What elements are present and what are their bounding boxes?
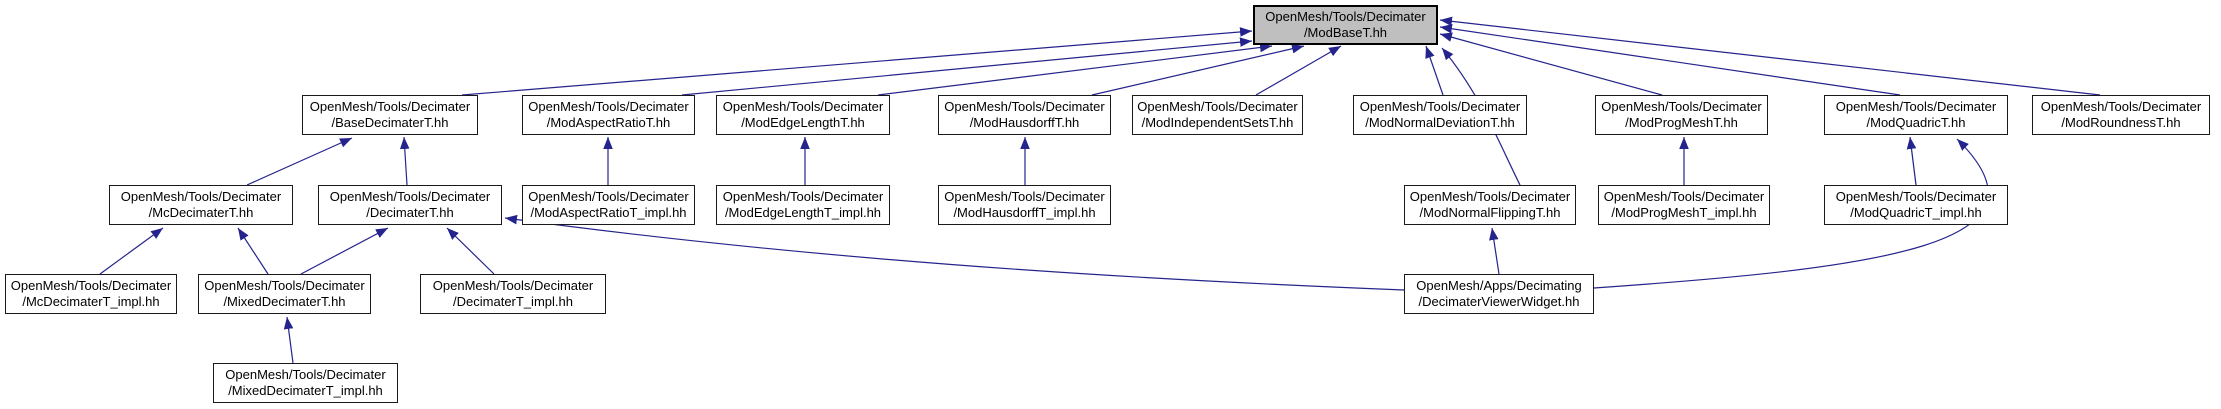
node-modedgelength[interactable]: OpenMesh/Tools/Decimater /ModEdgeLengthT… — [716, 95, 890, 135]
edge-mixeddecimater_impl-to-mixeddecimater — [283, 316, 294, 364]
node-mcdecimater_impl[interactable]: OpenMesh/Tools/Decimater /McDecimaterT_i… — [5, 274, 177, 314]
edge-mcdecimater_impl-to-mcdecimater — [99, 227, 164, 275]
edge-modhausdorff-to-modbase — [1091, 44, 1305, 96]
node-decimater[interactable]: OpenMesh/Tools/Decimater /DecimaterT.hh — [318, 185, 502, 225]
node-modprogmesh_impl[interactable]: OpenMesh/Tools/Decimater /ModProgMeshT_i… — [1598, 185, 1770, 225]
edge-mcdecimater-to-basedecimater — [246, 137, 353, 186]
node-mcdecimater[interactable]: OpenMesh/Tools/Decimater /McDecimaterT.h… — [109, 185, 293, 225]
node-modindependentsets[interactable]: OpenMesh/Tools/Decimater /ModIndependent… — [1132, 95, 1303, 135]
node-modquadric[interactable]: OpenMesh/Tools/Decimater /ModQuadricT.hh — [1824, 95, 2008, 135]
node-decimater_impl[interactable]: OpenMesh/Tools/Decimater /DecimaterT_imp… — [420, 274, 606, 314]
edge-modnormaldeviation-to-modbase — [1425, 45, 1444, 96]
node-modedgelength_impl[interactable]: OpenMesh/Tools/Decimater /ModEdgeLengthT… — [716, 185, 890, 225]
edge-mixeddecimater-to-mcdecimater — [237, 227, 269, 275]
edge-mixeddecimater-to-decimater — [300, 227, 389, 275]
node-basedecimater[interactable]: OpenMesh/Tools/Decimater /BaseDecimaterT… — [302, 95, 478, 135]
edge-modprogmesh-to-modbase — [1439, 32, 1663, 96]
node-modnormalflipping[interactable]: OpenMesh/Tools/Decimater /ModNormalFlipp… — [1404, 185, 1576, 225]
node-mixeddecimater_impl[interactable]: OpenMesh/Tools/Decimater /MixedDecimater… — [213, 363, 398, 403]
node-modaspectratio_impl[interactable]: OpenMesh/Tools/Decimater /ModAspectRatio… — [522, 185, 695, 225]
edge-modaspectratio-to-modbase — [681, 37, 1253, 96]
node-modaspectratio[interactable]: OpenMesh/Tools/Decimater /ModAspectRatio… — [522, 95, 695, 135]
node-modprogmesh[interactable]: OpenMesh/Tools/Decimater /ModProgMeshT.h… — [1595, 95, 1768, 135]
edge-decimaterviewerwidget-to-modnormalflipping — [1489, 227, 1500, 275]
node-modnormaldeviation[interactable]: OpenMesh/Tools/Decimater /ModNormalDevia… — [1353, 95, 1527, 135]
edge-basedecimater-to-modbase — [461, 27, 1253, 96]
edge-decimater-to-basedecimater — [399, 136, 410, 186]
edge-modroundness-to-modbase — [1439, 16, 2101, 96]
edge-decimaterviewerwidget-to-decimater — [504, 214, 1405, 291]
node-modhausdorff[interactable]: OpenMesh/Tools/Decimater /ModHausdorffT.… — [938, 95, 1111, 135]
edge-modquadric-to-modbase — [1439, 24, 1901, 96]
node-modroundness[interactable]: OpenMesh/Tools/Decimater /ModRoundnessT.… — [2032, 95, 2210, 135]
edge-decimaterviewerwidget-to-modquadric — [1593, 138, 1989, 289]
edge-modindependentsets-to-modbase — [1255, 45, 1342, 96]
edge-decimater_impl-to-decimater — [446, 227, 495, 275]
node-decimaterviewerwidget[interactable]: OpenMesh/Apps/Decimating /DecimaterViewe… — [1404, 274, 1594, 314]
edge-modquadric_impl-to-modquadric — [1906, 136, 1917, 186]
node-modbase[interactable]: OpenMesh/Tools/Decimater /ModBaseT.hh — [1253, 5, 1438, 45]
edge-modedgelength-to-modbase — [877, 42, 1273, 96]
node-mixeddecimater[interactable]: OpenMesh/Tools/Decimater /MixedDecimater… — [198, 274, 371, 314]
node-modhausdorff_impl[interactable]: OpenMesh/Tools/Decimater /ModHausdorffT_… — [938, 185, 1111, 225]
node-modquadric_impl[interactable]: OpenMesh/Tools/Decimater /ModQuadricT_im… — [1824, 185, 2008, 225]
